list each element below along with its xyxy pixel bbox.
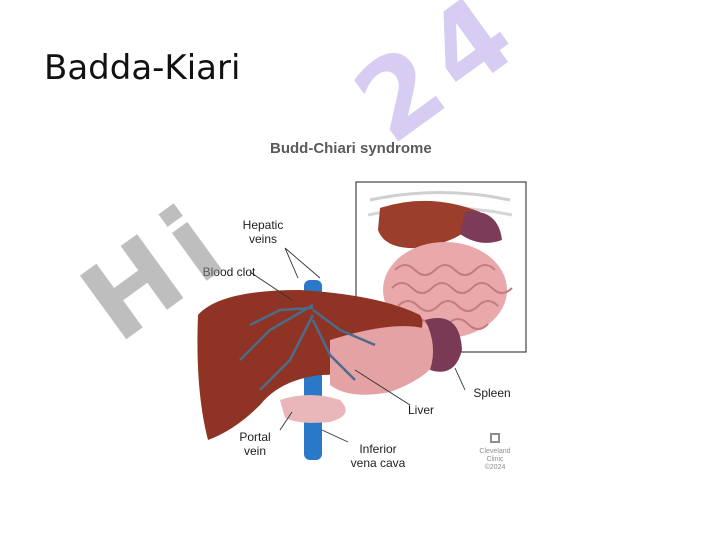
label-spleen: Spleen <box>473 386 511 400</box>
stomach-shape <box>330 326 442 395</box>
inset-stomach <box>460 211 502 243</box>
label-hepatic-veins: Hepatic veins <box>242 218 284 246</box>
hepatic-vein-branches <box>239 303 376 391</box>
liver-shape <box>197 290 423 440</box>
credit-org: Cleveland Clinic <box>479 448 511 463</box>
label-liver: Liver <box>407 403 434 417</box>
spleen-shape <box>425 318 462 372</box>
cleveland-clinic-credit: Cleveland Clinic ©2024 <box>475 433 515 472</box>
label-blood-clot: Blood clot <box>202 265 256 279</box>
slide-title: Badda-Kiari <box>44 48 241 88</box>
cleveland-clinic-logo-icon <box>490 433 500 443</box>
label-portal-vein: Portal vein <box>239 430 271 458</box>
inset-liver <box>378 200 480 249</box>
portal-vein-shape <box>280 395 346 423</box>
credit-year: ©2024 <box>484 464 506 471</box>
figure-title: Budd-Chiari syndrome <box>270 140 432 157</box>
anatomy-illustration <box>197 181 527 460</box>
budd-chiari-figure: Budd-Chiari syndrome Hepatic veins Blood… <box>180 130 540 490</box>
label-inferior-vena-cava: Inferior vena cava <box>350 442 406 470</box>
